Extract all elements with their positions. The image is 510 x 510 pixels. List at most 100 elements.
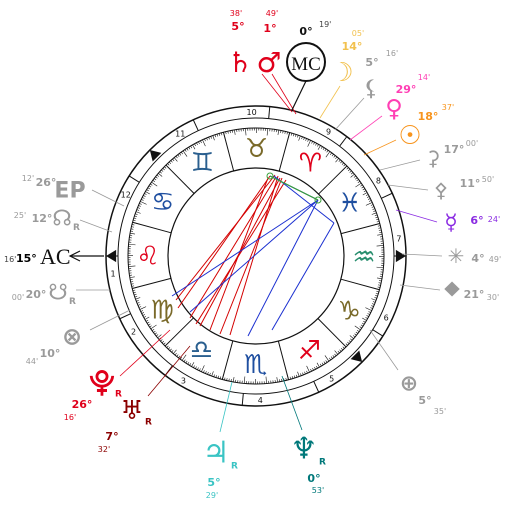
degree-tick — [357, 330, 360, 332]
degree-tick — [361, 322, 365, 325]
degree-tick — [138, 306, 142, 308]
degree-tick — [361, 186, 364, 189]
degree-tick — [200, 140, 202, 144]
neptune-minute: 53' — [312, 486, 324, 495]
mercury-minute: 24' — [488, 215, 500, 224]
degree-tick — [136, 302, 140, 304]
degree-tick — [136, 209, 140, 211]
degree-tick — [370, 307, 373, 309]
mars-degree: 1° — [263, 22, 276, 35]
degree-tick — [347, 168, 351, 172]
degree-tick — [205, 371, 207, 374]
degree-tick — [130, 281, 134, 283]
degree-tick — [303, 137, 305, 140]
sign-aquarius-icon: ♒ — [352, 243, 375, 273]
degree-tick — [371, 305, 374, 307]
degree-tick — [375, 292, 379, 295]
degree-tick — [161, 169, 164, 172]
degree-tick — [297, 135, 299, 138]
degree-tick — [266, 128, 269, 136]
degree-tick — [322, 147, 325, 151]
degree-tick — [143, 195, 146, 197]
degree-tick — [323, 361, 326, 364]
leader-line — [369, 329, 399, 371]
degree-tick — [349, 335, 354, 339]
pallas-icon: ⚴ — [434, 178, 449, 202]
degree-tick — [325, 151, 331, 158]
north-node-icon: ☊ — [52, 207, 72, 232]
degree-tick — [202, 139, 206, 147]
degree-tick — [372, 303, 375, 305]
degree-tick — [339, 349, 342, 352]
degree-tick — [135, 211, 141, 214]
venus-icon: ♀ — [385, 94, 403, 122]
degree-tick — [147, 187, 151, 190]
degree-tick — [156, 174, 160, 177]
degree-tick — [378, 284, 381, 286]
degree-tick — [160, 339, 163, 342]
degree-tick — [217, 375, 220, 379]
aspect-line-minor — [269, 175, 319, 201]
leader-line — [147, 345, 191, 397]
degree-tick — [342, 346, 345, 349]
degree-tick — [329, 357, 331, 361]
degree-tick — [368, 311, 371, 313]
aspect-line-soft — [247, 199, 319, 337]
degree-tick — [359, 326, 362, 329]
aspect-line-hard — [177, 175, 271, 309]
aspect-line-hard — [189, 176, 277, 319]
degree-tick — [302, 372, 304, 376]
degree-tick — [285, 377, 287, 381]
pluto-degree: 26° — [72, 398, 93, 411]
degree-tick — [153, 178, 157, 181]
degree-tick — [333, 155, 336, 158]
sign-divider — [222, 132, 235, 172]
degree-tick — [186, 148, 189, 151]
degree-tick — [296, 374, 298, 378]
degree-tick — [362, 317, 367, 321]
degree-tick — [332, 355, 335, 358]
ceres-icon: ⚳ — [426, 146, 441, 170]
degree-tick — [132, 289, 136, 291]
sign-aries-icon: ♈ — [299, 149, 322, 179]
house-cusp-tick — [268, 106, 271, 119]
degree-tick — [183, 359, 186, 362]
degree-tick — [188, 146, 191, 150]
degree-tick — [128, 265, 136, 267]
degree-tick — [173, 349, 177, 354]
degree-tick — [378, 229, 382, 231]
degree-tick — [204, 138, 206, 142]
degree-tick — [340, 161, 343, 164]
house-cusp-tick — [119, 313, 131, 320]
leader-line — [387, 184, 429, 191]
south-node-minute: 00' — [12, 293, 24, 302]
degree-tick — [155, 334, 159, 337]
degree-tick — [304, 371, 306, 375]
degree-tick — [377, 225, 381, 227]
degree-tick — [215, 375, 217, 378]
degree-tick — [354, 333, 357, 336]
axis-marker — [350, 350, 363, 363]
degree-tick — [325, 360, 328, 363]
south-node-icon: ☋ — [48, 281, 68, 306]
degree-tick — [135, 213, 138, 215]
sign-libra-icon: ♎ — [190, 335, 213, 365]
house-number: 8 — [376, 176, 381, 185]
degree-tick — [355, 177, 358, 180]
degree-tick — [133, 293, 137, 296]
degree-tick — [291, 376, 294, 379]
degree-tick — [365, 307, 372, 311]
leader-line — [219, 381, 233, 433]
house-number: 4 — [258, 396, 263, 405]
pluto-icon: ⯓ — [89, 368, 114, 398]
degree-tick — [300, 373, 302, 376]
degree-tick — [376, 290, 379, 293]
uranus-icon: ♅ — [120, 396, 143, 426]
degree-tick — [201, 365, 205, 372]
degree-tick — [286, 131, 288, 135]
degree-tick — [162, 168, 165, 171]
house-number: 1 — [111, 270, 116, 279]
degree-tick — [245, 128, 247, 136]
degree-tick — [265, 376, 267, 384]
degree-tick — [352, 335, 356, 338]
